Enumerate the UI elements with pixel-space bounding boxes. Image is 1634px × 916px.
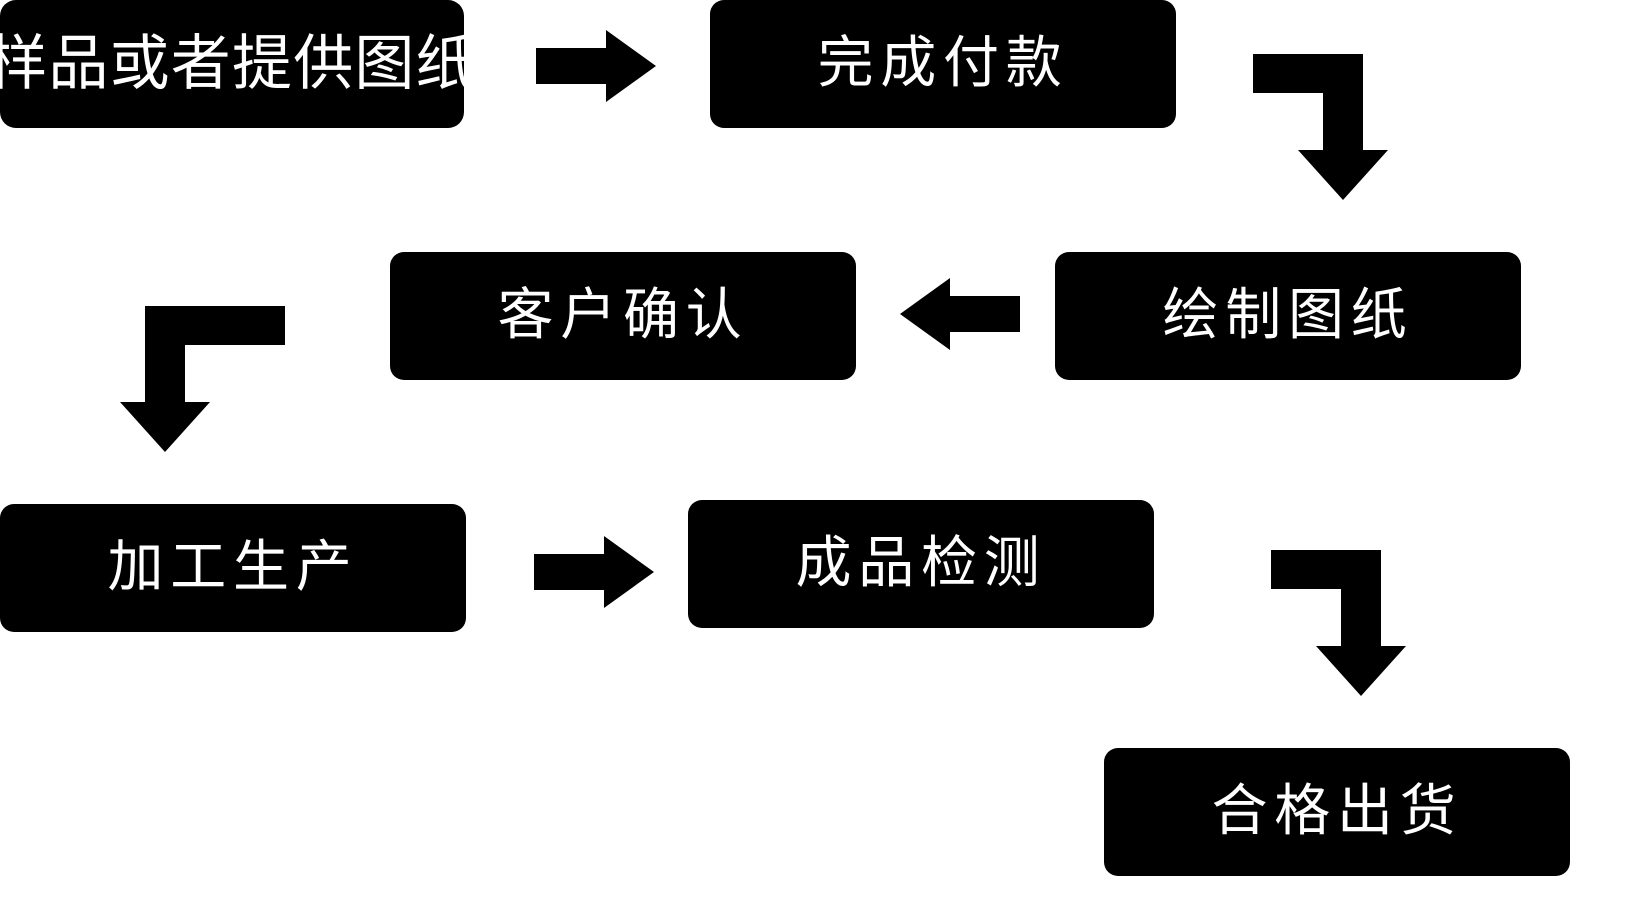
node-confirm[interactable]: 客户确认 — [390, 252, 856, 380]
elbow-right-down-icon — [1228, 40, 1388, 200]
node-shipment[interactable]: 合格出货 — [1104, 748, 1570, 876]
node-inspection[interactable]: 成品检测 — [688, 500, 1154, 628]
node-shipment-label: 合格出货 — [1211, 779, 1463, 845]
node-payment-label: 完成付款 — [817, 31, 1069, 97]
arrow-left-icon — [900, 278, 1020, 350]
arrow-right-icon — [536, 30, 656, 102]
node-payment[interactable]: 完成付款 — [710, 0, 1176, 128]
node-inspection-label: 成品检测 — [795, 531, 1047, 597]
node-confirm-label: 客户确认 — [497, 283, 749, 349]
node-drawing[interactable]: 绘制图纸 — [1055, 252, 1521, 380]
node-production-label: 加工生产 — [107, 535, 359, 601]
elbow-left-down-icon — [120, 292, 285, 452]
arrow-right-icon — [534, 536, 654, 608]
node-sample-label: 样品或者提供图纸 — [0, 29, 477, 99]
elbow-right-down-icon — [1246, 536, 1406, 696]
node-production[interactable]: 加工生产 — [0, 504, 466, 632]
node-sample[interactable]: 样品或者提供图纸 — [0, 0, 476, 128]
node-drawing-label: 绘制图纸 — [1162, 283, 1414, 349]
